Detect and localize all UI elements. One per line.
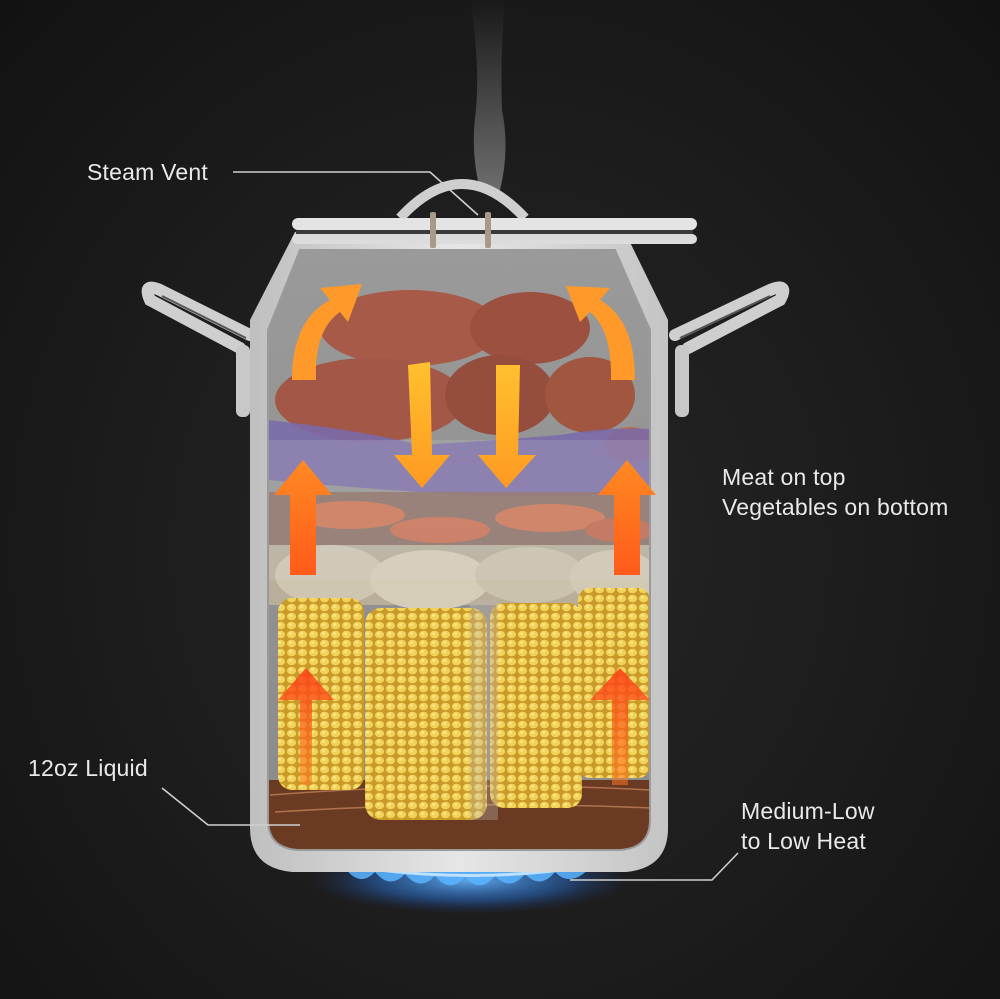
curved-arrow-icon [566,286,635,380]
steam-plume [470,0,506,190]
cabbage-layer [268,420,650,497]
right-handle [669,281,790,417]
arrow-up-icon [274,460,332,575]
leader-heat [570,852,739,881]
leader-steam-vent [233,171,479,216]
arrow-up-icon [278,668,334,785]
arrow-up-icon [590,668,650,785]
left-handle [141,281,256,417]
heat-label: Medium-Low to Low Heat [741,798,875,854]
leader-liquid [161,787,300,826]
lid-handle [396,179,529,222]
arrow-down-icon [478,365,536,488]
potato-layer [268,545,650,610]
steam-vent-clip [430,212,436,248]
curved-arrow-icon [292,284,362,380]
pot-cutaway [268,250,650,850]
pot-lid [292,179,697,248]
callout-leader-lines [161,171,739,881]
heat-flow-arrows [274,284,656,785]
steam-vent-label: Steam Vent [87,159,208,185]
layering-label: Meat on top Vegetables on bottom [722,464,949,520]
arrow-up-icon [598,460,656,575]
liquid-label: 12oz Liquid [28,755,148,781]
arrow-down-icon [394,362,450,488]
steam-vent-clip [485,212,491,248]
